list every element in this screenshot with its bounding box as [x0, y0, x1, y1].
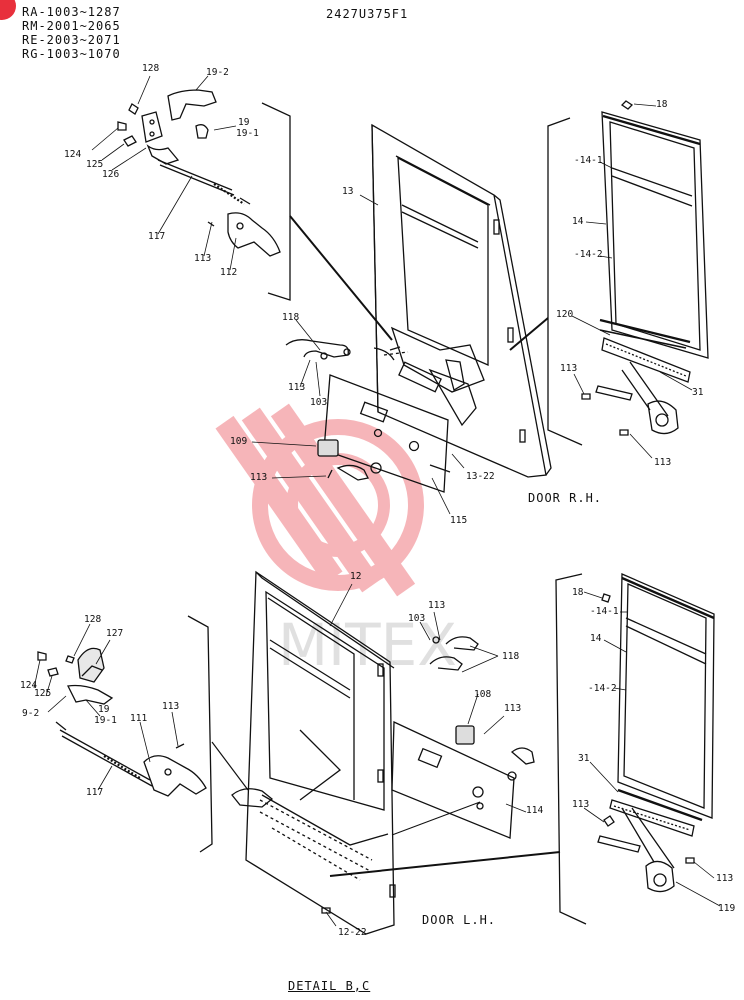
watermark-logo: [215, 403, 424, 597]
callout-label: 19-1: [94, 715, 117, 726]
callout-label: 118: [502, 651, 520, 662]
callout-label: 13: [342, 186, 354, 197]
callout-label: 18: [572, 587, 584, 598]
callout-label: 114: [526, 805, 544, 816]
callout-label: 113: [572, 799, 590, 810]
callout-label: 19-2: [206, 67, 229, 78]
callout-label: 113: [504, 703, 522, 714]
callout-label: 19: [98, 704, 110, 715]
callout-label: 12-22: [338, 927, 367, 938]
callout-label: 113: [654, 457, 672, 468]
callout-label: 13-22: [466, 471, 495, 482]
callout-label: 109: [230, 436, 248, 447]
callout-label: 125: [34, 688, 52, 699]
callout-label: -14-1: [590, 606, 619, 617]
callout-label: 113: [428, 600, 446, 611]
caption-door-lh: DOOR L.H.: [422, 913, 497, 927]
callout-label: 113: [162, 701, 180, 712]
callout-label: 14: [590, 633, 602, 644]
callout-label: 113: [288, 382, 306, 393]
serial-range-2: RM-2001~2065: [22, 19, 121, 33]
drawing-number: 2427U375F1: [326, 7, 409, 21]
serial-range-4: RG-1003~1070: [22, 47, 121, 61]
callout-label: 112: [220, 267, 238, 278]
callout-label: 12: [350, 571, 362, 582]
callout-label: 124: [20, 680, 38, 691]
callout-label: 108: [474, 689, 492, 700]
callout-label: 117: [86, 787, 104, 798]
callout-label: 14: [572, 216, 584, 227]
callout-label: 125: [86, 159, 104, 170]
callout-label: 19: [238, 117, 250, 128]
callout-label: 19-1: [236, 128, 259, 139]
corner-badge: [0, 0, 16, 20]
caption-detail: DETAIL B,C: [288, 979, 371, 993]
callout-label: 31: [692, 387, 704, 398]
serial-range-1: RA-1003~1287: [22, 5, 121, 19]
callout-label: 120: [556, 309, 574, 320]
caption-door-rh: DOOR R.H.: [528, 491, 603, 505]
callout-label: 119: [718, 903, 736, 914]
callout-label: 127: [106, 628, 124, 639]
callout-label: 18: [656, 99, 668, 110]
callout-label: 103: [310, 397, 328, 408]
callout-label: 31: [578, 753, 590, 764]
callout-label: 117: [148, 231, 166, 242]
callout-label: 111: [130, 713, 148, 724]
callout-label: 124: [64, 149, 82, 160]
watermark-text: MITEX: [278, 611, 457, 679]
callout-label: 118: [282, 312, 300, 323]
callout-label: -14-2: [574, 249, 603, 260]
callout-label: 113: [716, 873, 734, 884]
callout-label: 128: [142, 63, 160, 74]
callout-label: 113: [194, 253, 212, 264]
line-work: [33, 75, 721, 935]
callout-label: 113: [560, 363, 578, 374]
callout-label: 115: [450, 515, 468, 526]
callout-label: 126: [102, 169, 120, 180]
callout-label: 103: [408, 613, 426, 624]
callout-label: 128: [84, 614, 102, 625]
callout-label: 9-2: [22, 708, 40, 719]
callout-label: -14-1: [574, 155, 603, 166]
serial-range-3: RE-2003~2071: [22, 33, 121, 47]
callout-label: 113: [250, 472, 268, 483]
callout-label: -14-2: [588, 683, 617, 694]
